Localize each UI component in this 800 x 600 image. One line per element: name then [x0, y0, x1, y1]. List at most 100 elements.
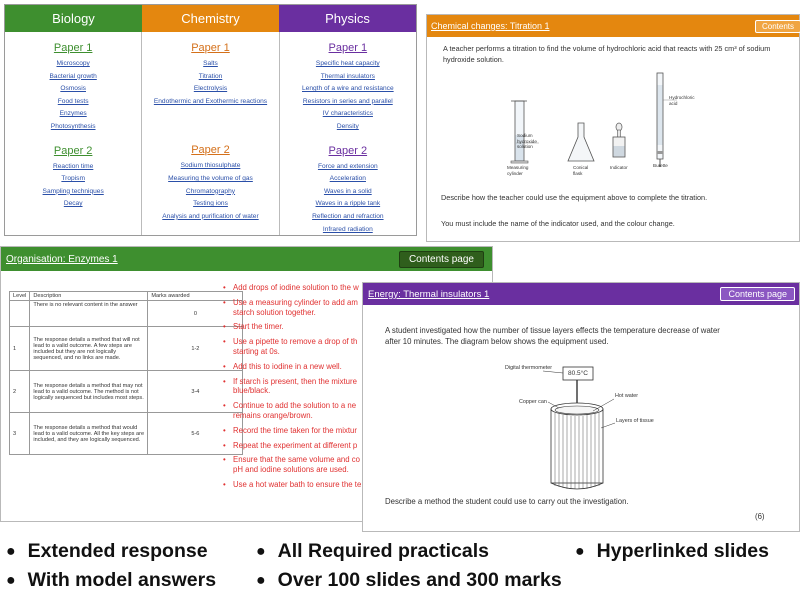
- chemistry-paper2-link[interactable]: Paper 2: [191, 144, 230, 157]
- question-text: A teacher performs a titration to find t…: [443, 44, 771, 64]
- contents-link[interactable]: Electrolysis: [193, 85, 228, 93]
- contents-link[interactable]: Acceleration: [329, 175, 366, 183]
- copper-can-icon: [550, 402, 604, 490]
- biology-paper1-link[interactable]: Paper 1: [53, 42, 93, 54]
- contents-link[interactable]: Tropism: [61, 175, 85, 183]
- feature-bullet: ●All Required practicals: [256, 540, 489, 562]
- contents-link[interactable]: Salts: [203, 60, 218, 67]
- chemistry-paper1-link[interactable]: Paper 1: [191, 42, 230, 54]
- list-item: Add drops of iodine solution to the w: [223, 283, 493, 293]
- titration-equipment-diagram: [510, 72, 677, 167]
- contents-link[interactable]: IV characteristics: [322, 110, 373, 118]
- tissue-label: Layers of tissue: [616, 418, 654, 424]
- thermometer-label: Digital thermometer: [505, 365, 553, 371]
- contents-link[interactable]: Thermal insulators: [320, 72, 375, 80]
- measuring-cylinder-icon: [510, 100, 529, 164]
- contents-button[interactable]: Contents page: [398, 250, 484, 268]
- sodium-hydroxide-label: Sodium hydroxide solution: [517, 133, 537, 149]
- feature-bullet: ●Over 100 slides and 300 marks: [256, 569, 562, 591]
- list-item: Start the timer.: [223, 322, 493, 332]
- list-item: Use a measuring cylinder to add amstarch…: [223, 298, 493, 318]
- list-item: Use a hot water bath to ensure the te: [223, 480, 493, 490]
- contents-link[interactable]: Waves in a ripple tank: [315, 200, 381, 208]
- contents-link[interactable]: Sodium thiosulphate: [180, 162, 241, 170]
- contents-link[interactable]: Enzymes: [59, 110, 87, 118]
- contents-link[interactable]: Infrared radiation: [322, 225, 373, 233]
- contents-link[interactable]: Specific heat capacity: [315, 60, 380, 67]
- biology-column: Paper 1 Microscopy Bacterial growth Osmo…: [5, 32, 143, 235]
- feature-bullet: ●Hyperlinked slides: [575, 540, 769, 562]
- describe-text: Describe how the teacher could use the e…: [441, 193, 708, 202]
- conical-flask-label: Conical flask: [573, 165, 589, 176]
- contents-link[interactable]: Photosynthesis: [50, 122, 96, 130]
- contents-link[interactable]: Sampling techniques: [42, 187, 104, 195]
- chemistry-header: Chemistry: [142, 5, 279, 32]
- thermal-title-bar: Energy: Thermal insulators 1 Contents pa…: [363, 283, 799, 305]
- list-item: Add this to iodine in a new well.: [223, 362, 493, 372]
- list-item: Repeat the experiment at different p: [223, 441, 493, 451]
- burette-icon: [656, 72, 664, 167]
- contents-link[interactable]: Testing ions: [193, 200, 228, 208]
- column-header: Description: [29, 291, 149, 301]
- contents-link[interactable]: Bacterial growth: [49, 72, 97, 80]
- contents-link[interactable]: Waves in a solid: [323, 187, 372, 195]
- contents-link[interactable]: Length of a wire and resistance: [302, 85, 394, 93]
- contents-button[interactable]: Contents page: [720, 287, 795, 301]
- insulation-experiment-diagram: [542, 366, 616, 490]
- contents-button[interactable]: Contents: [754, 19, 800, 33]
- contents-link[interactable]: Reaction time: [53, 162, 94, 170]
- table-row: 3 The response details a method that wou…: [8, 412, 244, 455]
- measuring-cylinder-label: Measuring cylinder: [507, 165, 529, 176]
- column-header: Level: [8, 291, 31, 301]
- contents-link[interactable]: Measuring the volume of gas: [168, 174, 253, 182]
- bullet-icon: ●: [6, 543, 16, 560]
- slide-title[interactable]: Energy: Thermal insulators 1: [368, 288, 490, 300]
- bullet-icon: ●: [256, 543, 266, 560]
- titration-title-bar: Chemical changes: Titration 1 Contents: [427, 15, 800, 37]
- table-row: There is no relevant content in the answ…: [8, 300, 244, 327]
- table-header-row: Level Description Marks awarded: [8, 291, 244, 301]
- physics-column: Paper 1 Specific heat capacity Thermal i…: [280, 32, 416, 235]
- contents-link[interactable]: Titration: [198, 72, 223, 80]
- titration-slide: Chemical changes: Titration 1 Contents A…: [426, 14, 800, 242]
- copper-can-label: Copper can: [519, 399, 547, 405]
- model-answer-list: Add drops of iodine solution to the w Us…: [223, 283, 493, 495]
- contents-link[interactable]: Reflection and refraction: [312, 212, 384, 220]
- contents-link[interactable]: Analysis and purification of water: [162, 212, 259, 220]
- thermal-insulators-slide: Energy: Thermal insulators 1 Contents pa…: [362, 282, 800, 532]
- contents-link[interactable]: Food tests: [57, 97, 89, 105]
- enzymes-title-bar: Organisation: Enzymes 1 Contents page: [1, 247, 492, 271]
- list-item: Use a pipette to remove a drop of thstar…: [223, 337, 493, 357]
- bullet-icon: ●: [256, 572, 266, 589]
- physics-header: Physics: [279, 5, 416, 32]
- describe-text: Describe a method the student could use …: [385, 497, 629, 506]
- slide-title[interactable]: Organisation: Enzymes 1: [6, 253, 118, 265]
- physics-paper1-link[interactable]: Paper 1: [328, 42, 368, 54]
- chemistry-column: Paper 1 Salts Titration Electrolysis End…: [142, 32, 280, 235]
- biology-header: Biology: [5, 5, 142, 32]
- bullet-icon: ●: [6, 572, 16, 589]
- contents-link[interactable]: Force and extension: [317, 162, 378, 170]
- list-item: Record the time taken for the mixtur: [223, 426, 493, 436]
- burette-label: Burette: [653, 163, 668, 168]
- contents-link[interactable]: Chromatography: [185, 187, 236, 195]
- contents-link[interactable]: Resistors in series and parallel: [302, 97, 393, 105]
- list-item: Continue to add the solution to a nerema…: [223, 401, 493, 421]
- slide-title[interactable]: Chemical changes: Titration 1: [431, 21, 550, 31]
- digital-thermometer-icon: [562, 366, 594, 423]
- feature-bullet: ●Extended response: [6, 540, 208, 562]
- contents-header-row: Biology Chemistry Physics: [5, 5, 416, 32]
- contents-link[interactable]: Density: [336, 122, 359, 130]
- physics-paper2-link[interactable]: Paper 2: [328, 144, 368, 157]
- marks-text: (6): [755, 512, 765, 521]
- indicator-label: Indicator: [610, 165, 628, 170]
- include-text: You must include the name of the indicat…: [441, 219, 675, 228]
- conical-flask-icon: [567, 122, 595, 162]
- biology-paper2-link[interactable]: Paper 2: [53, 144, 93, 157]
- contents-slide: Biology Chemistry Physics Paper 1 Micros…: [4, 4, 417, 236]
- contents-link[interactable]: Osmosis: [60, 85, 86, 93]
- contents-link[interactable]: Microscopy: [56, 60, 90, 67]
- contents-link[interactable]: Decay: [63, 200, 83, 208]
- contents-link[interactable]: Endothermic and Exothermic reactions: [153, 97, 268, 105]
